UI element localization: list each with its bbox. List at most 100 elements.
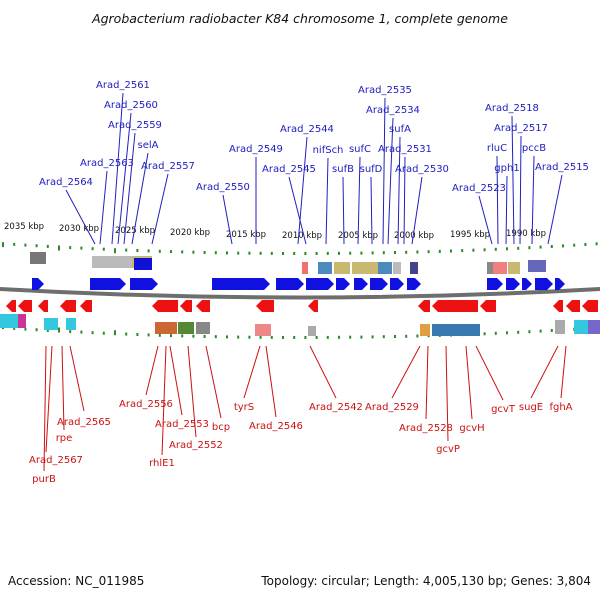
ruler-tick [416,334,419,338]
ruler-tick [226,335,228,339]
leader-line [123,132,136,245]
ruler-tick [382,251,385,255]
gene-label-arad-2518: Arad_2518 [485,103,539,114]
ruler-tick [102,331,105,335]
ruler-tick [24,327,27,331]
gene-label-pccb: pccB [522,143,546,154]
ruler-tick [450,249,452,253]
annotation-block [66,318,76,330]
leader-line [530,345,559,399]
ruler-tick [483,332,486,336]
annotation-block [420,324,430,336]
ruler-tick [517,246,520,250]
annotation-block [255,324,271,336]
ruler-tick [13,242,16,246]
ruler-tick [114,248,116,254]
gene-label-arad-2556: Arad_2556 [119,399,173,410]
ruler-tick [304,336,307,339]
reverse-gene-arrow [432,300,478,312]
gene-label-arad-2542: Arad_2542 [309,402,363,413]
top-ruler-ticks [2,242,598,255]
gene-label-arad-2515: Arad_2515 [535,162,589,173]
annotation-block [155,322,177,334]
gene-label-sufb: sufB [332,164,354,175]
leader-line [411,176,423,245]
gene-label-suge: sugE [519,402,543,413]
annotation-block [318,262,332,274]
gene-label-arad-2517: Arad_2517 [494,123,548,134]
leader-line [69,345,85,412]
gene-label-purb: purB [32,474,56,485]
ruler-tick [125,332,128,336]
ruler-tick [259,335,262,339]
reverse-gene-arrow [38,300,48,312]
leader-line [243,345,261,399]
annotation-block [508,262,520,274]
annotation-block [178,322,194,334]
reverse-gene-arrow [582,300,598,312]
leader-line [61,345,65,431]
gene-label-arad-2560: Arad_2560 [104,100,158,111]
ruler-tick [326,251,329,255]
gene-label-fgha: fghA [549,402,572,413]
scale-label: 1995 kbp [450,230,490,240]
gene-label-arad-2565: Arad_2565 [57,417,111,428]
ruler-tick [573,243,576,247]
gene-label-arad-2559: Arad_2559 [108,120,162,131]
annotation-block [378,262,392,274]
ruler-tick [483,248,486,252]
reverse-gene-arrow [566,300,580,312]
gene-features [0,252,600,336]
leader-line [43,345,47,472]
ruler-tick [472,248,475,252]
gene-label-tyrs: tyrS [234,402,254,413]
leader-line [560,345,567,399]
ruler-tick [248,335,251,339]
ruler-tick [214,335,217,339]
ruler-tick [349,251,352,255]
ruler-tick [270,335,273,339]
ruler-tick [80,330,83,334]
ruler-tick [192,250,195,254]
gene-label-arad-2552: Arad_2552 [169,440,223,451]
ruler-tick [80,246,83,250]
ruler-tick [13,326,16,330]
gene-label-gcvp: gcvP [436,444,460,455]
ruler-tick [360,251,363,255]
ruler-tick [304,252,307,255]
leader-line [547,174,563,245]
gene-label-arad-2564: Arad_2564 [39,177,93,188]
leader-line [151,173,169,245]
ruler-tick [91,247,94,251]
ruler-tick [282,336,284,339]
leader-line [65,189,96,245]
ruler-tick [35,328,38,332]
ruler-tick [2,242,4,248]
annotation-block [574,320,588,334]
ruler-tick [550,245,553,248]
ruler-tick [58,245,60,251]
reverse-gene-arrow [418,300,430,312]
chromosome-backbone [0,287,600,300]
ruler-tick [158,333,161,337]
ruler-tick [584,243,587,246]
gene-label-rpe: rpe [56,433,73,444]
reverse-gene-arrow [196,300,210,312]
ruler-tick [270,251,273,255]
reverse-gene-arrow [180,300,192,312]
leader-line [505,175,508,245]
annotation-block [18,314,26,328]
gene-label-arad-2550: Arad_2550 [196,182,250,193]
leader-line [357,156,361,245]
ruler-tick [237,335,240,339]
gene-label-arad-2534: Arad_2534 [366,105,420,116]
ruler-tick [405,250,408,254]
ruler-tick [528,246,531,250]
scale-label: 2030 kbp [59,224,99,234]
forward-gene-arrow [487,278,503,290]
leader-line [445,345,449,442]
ruler-tick [550,329,553,332]
reverse-gene-arrow [308,300,318,312]
gene-label-rhle1: rhlE1 [149,458,175,469]
forward-gene-arrow [130,278,158,290]
